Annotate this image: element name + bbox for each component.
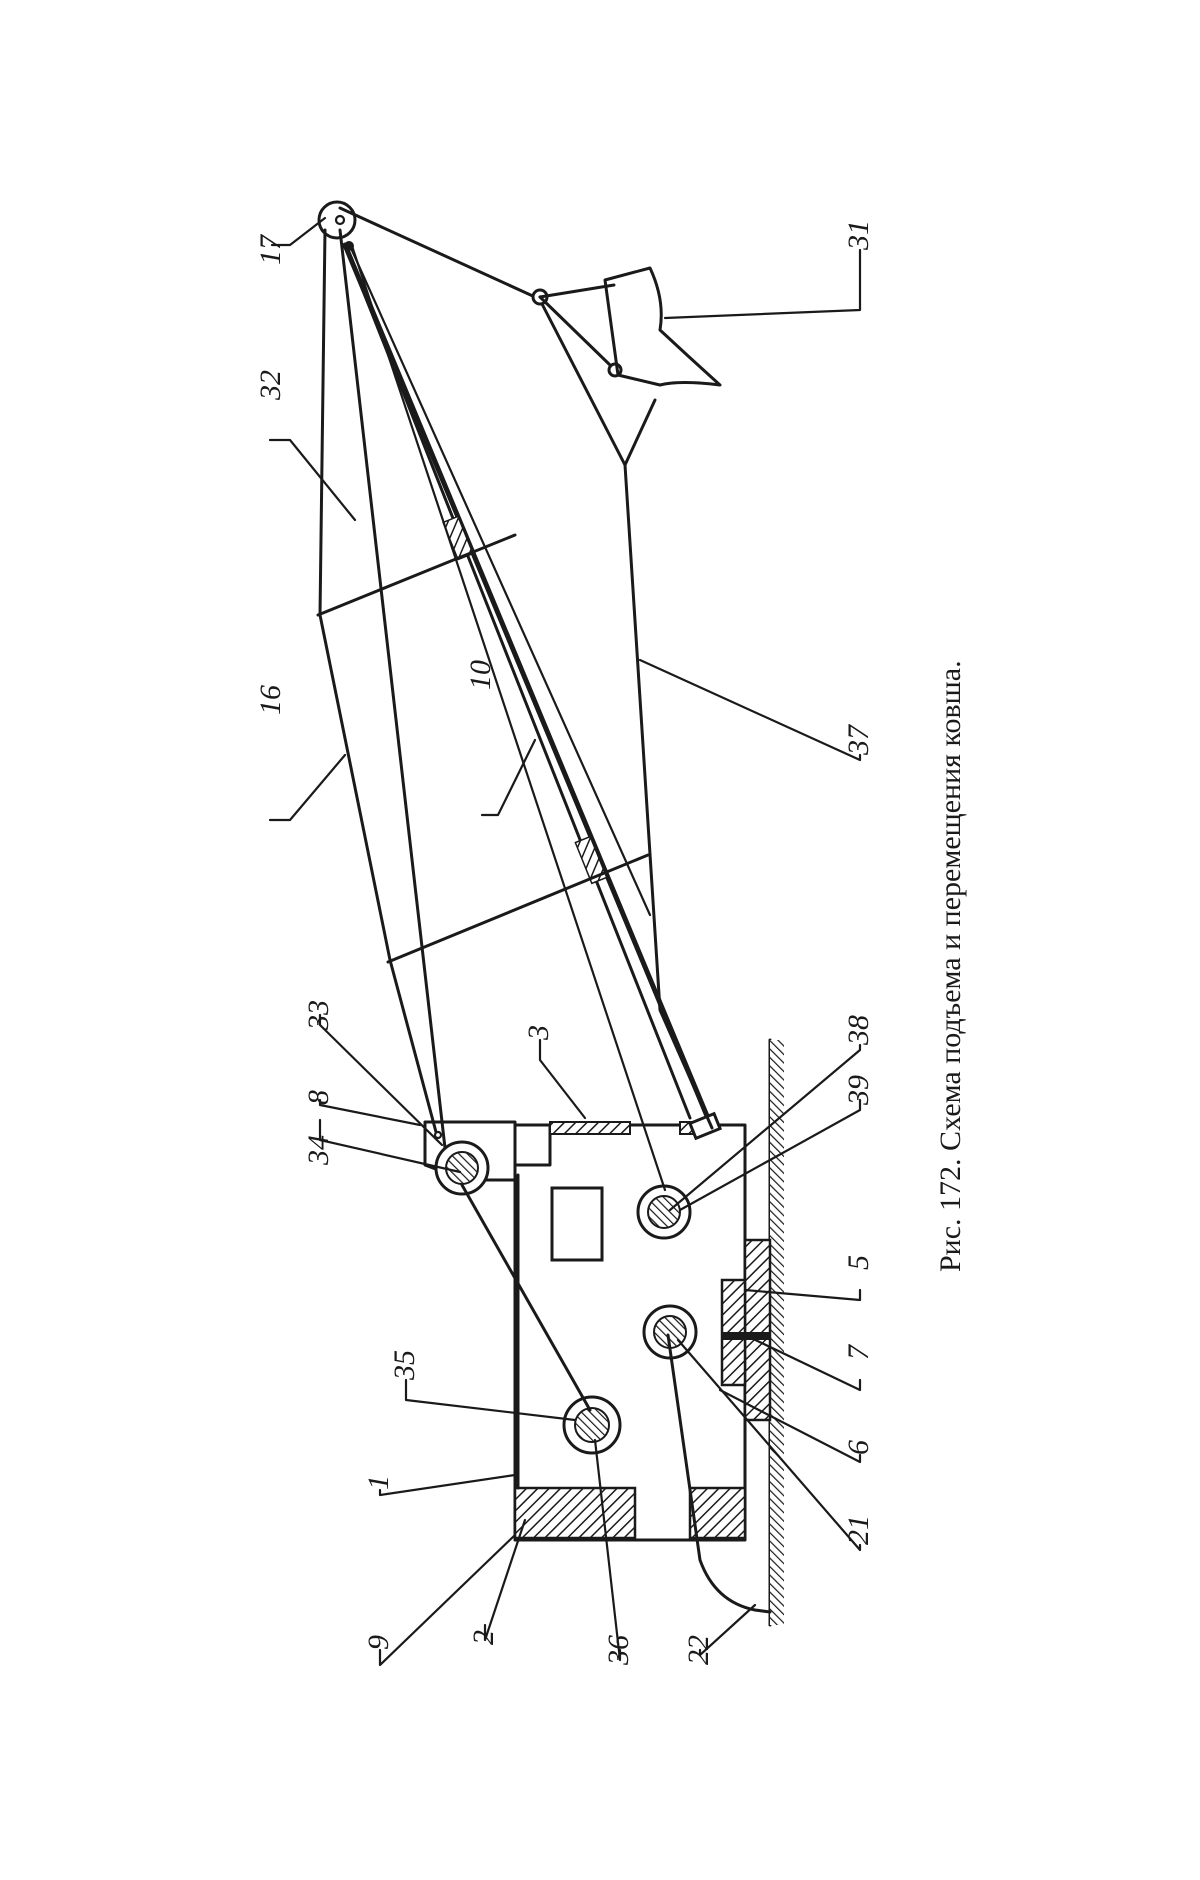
- bucket-31: [531, 266, 722, 387]
- label-6: 6: [842, 1440, 875, 1455]
- label-32: 32: [254, 370, 287, 401]
- label-21: 21: [842, 1515, 875, 1545]
- label-16: 16: [254, 685, 287, 715]
- drum-33-34: [434, 1140, 490, 1196]
- label-37: 37: [842, 723, 875, 756]
- label-3: 3: [522, 1025, 555, 1041]
- label-39: 39: [842, 1075, 875, 1106]
- label-31: 31: [842, 220, 875, 251]
- label-5: 5: [842, 1255, 875, 1270]
- label-33: 33: [302, 1000, 335, 1031]
- spreader-bars: [316, 533, 650, 964]
- label-17: 17: [254, 233, 287, 265]
- label-7: 7: [842, 1343, 875, 1360]
- label-8: 8: [302, 1090, 335, 1105]
- label-35: 35: [388, 1350, 421, 1381]
- rope-to-bucket: [338, 206, 667, 1192]
- leader-lines: [268, 216, 862, 1667]
- label-9: 9: [362, 1635, 395, 1650]
- counterweight-2: [513, 1486, 637, 1540]
- label-10: 10: [464, 660, 497, 690]
- figure-caption: Рис. 172. Схема подъема и перемещения ко…: [934, 660, 967, 1272]
- label-22: 22: [682, 1635, 715, 1665]
- label-36: 36: [602, 1635, 635, 1666]
- drum-38-39: [636, 1184, 692, 1240]
- drum-35-36: [562, 1395, 622, 1455]
- cab-window: [550, 1186, 604, 1262]
- rope-to-drum-35: [460, 1183, 592, 1412]
- label-38: 38: [842, 1015, 875, 1046]
- rope-16-pendant: [318, 228, 438, 1134]
- part-labels: 17 32 16 10 31 37 3 38 39 5 7 6 21 33 8 …: [254, 220, 875, 1666]
- rope-32-hoist: [338, 228, 447, 1150]
- label-2: 2: [467, 1630, 500, 1645]
- boom-10: [342, 242, 723, 1141]
- label-34: 34: [302, 1135, 335, 1166]
- label-1: 1: [362, 1475, 395, 1490]
- machine-body: [423, 1120, 747, 1542]
- crawler-base: [720, 1238, 772, 1422]
- rope-37-drag: [538, 298, 714, 1130]
- ground: [768, 1038, 784, 1627]
- rope-22: [666, 1333, 772, 1614]
